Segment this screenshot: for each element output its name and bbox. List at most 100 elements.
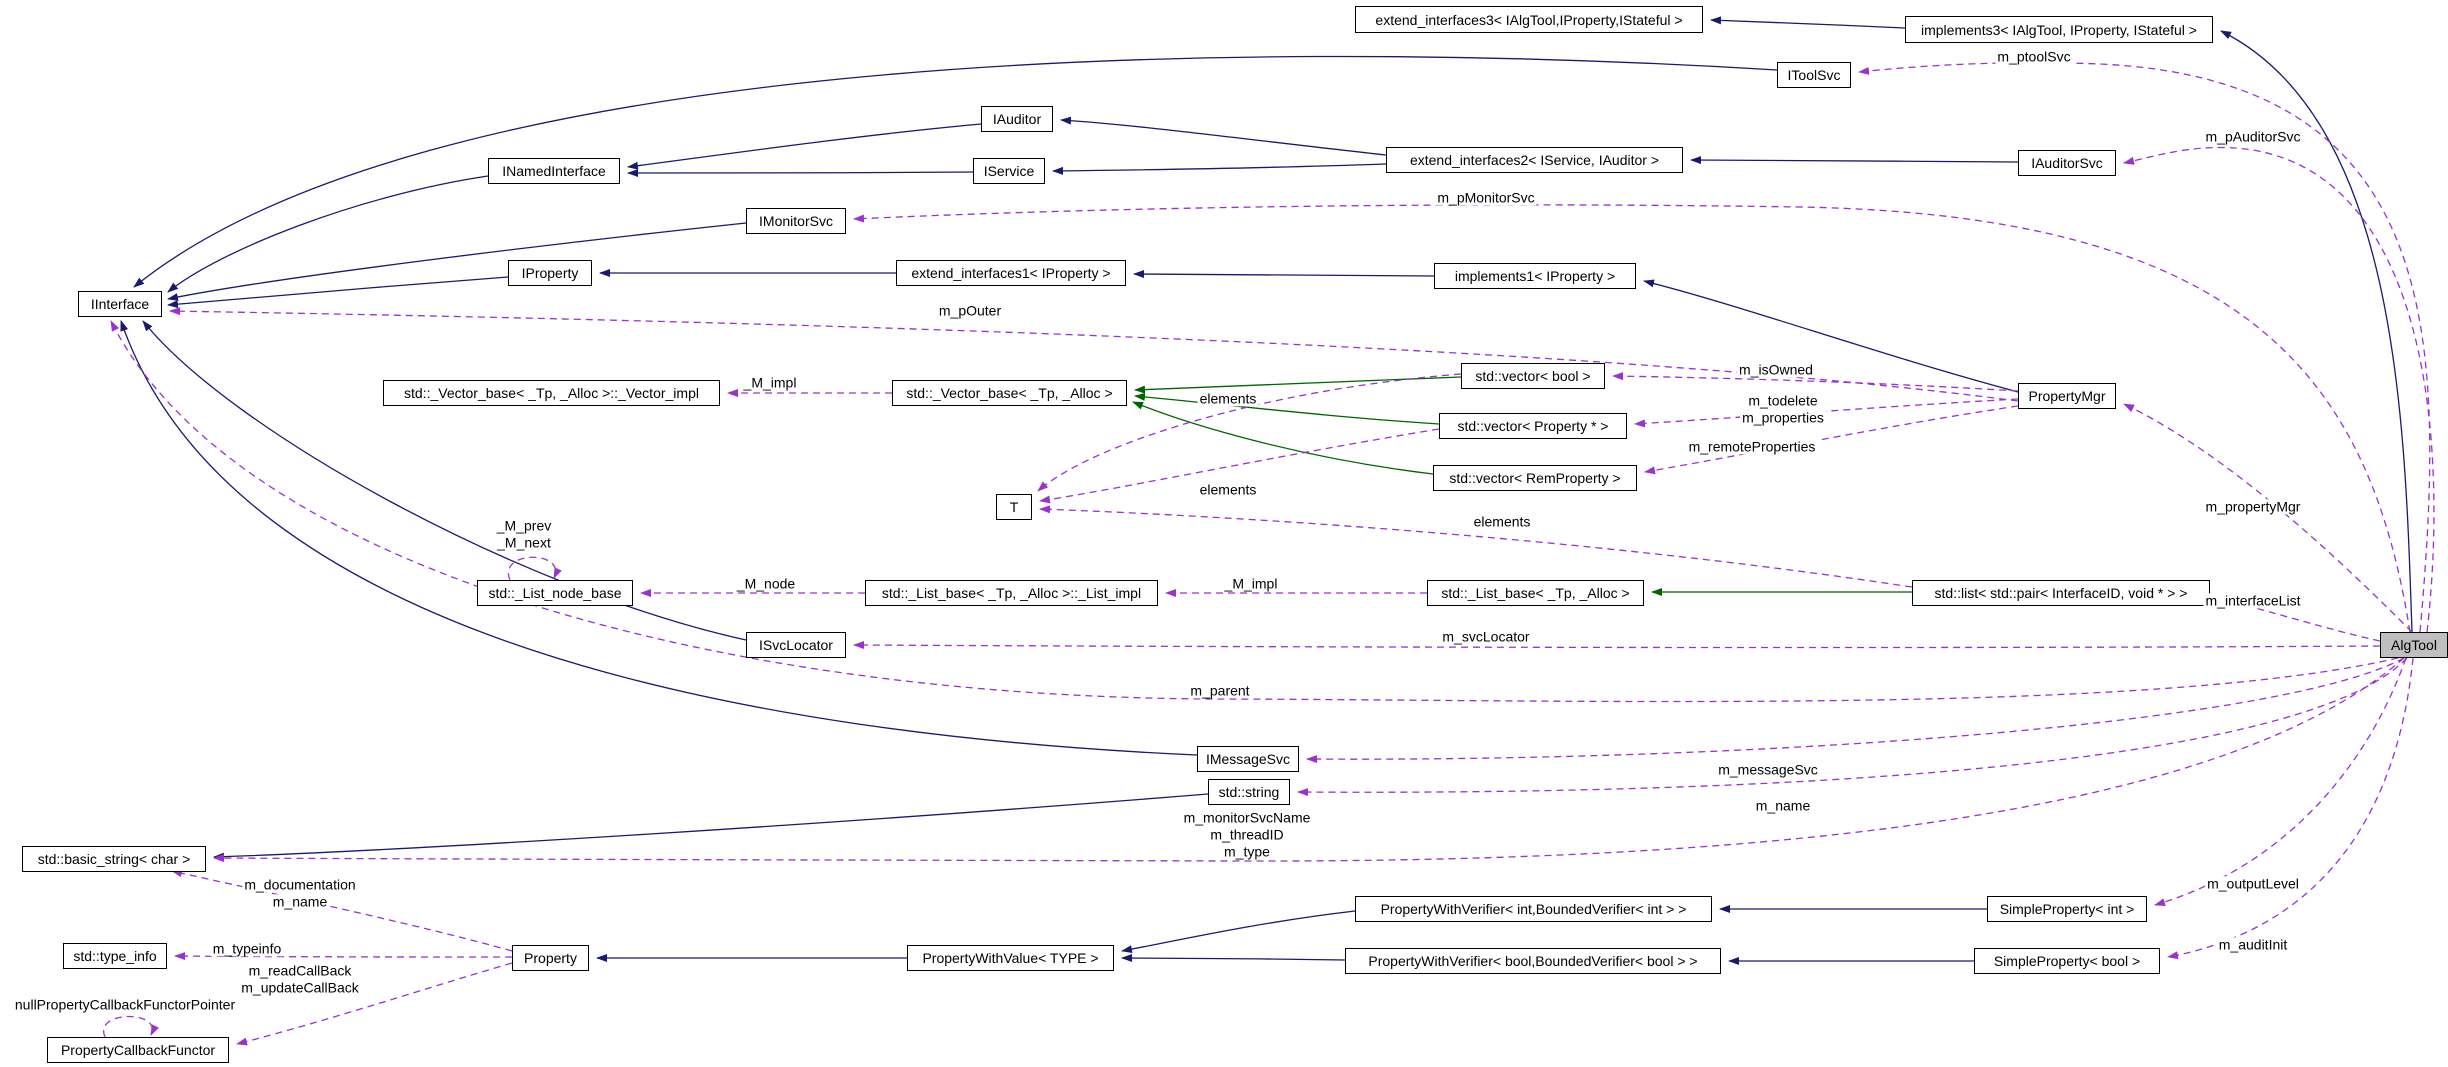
- edge-algtool-iauditorsvc: [2123, 146, 2435, 633]
- edge-impl1-ei1: [1133, 270, 1435, 279]
- edge-vprop-t: [1039, 428, 1440, 504]
- edge-pmgr-vrem: [1644, 405, 2019, 475]
- edge-vbool-vbase: [1134, 376, 1462, 394]
- edge-itoolsvc-iinterface: [133, 55, 1778, 288]
- node-vrem[interactable]: std::vector< RemProperty >: [1433, 465, 1637, 491]
- node-pwvint[interactable]: PropertyWithVerifier< int,BoundedVerifie…: [1355, 896, 1712, 922]
- node-vprop[interactable]: std::vector< Property * >: [1439, 413, 1627, 439]
- edge-algtool-impl3: [2220, 30, 2413, 633]
- node-itoolsvc[interactable]: IToolSvc: [1777, 62, 1851, 88]
- edge-label-m_svcLocator: m_svcLocator: [1440, 628, 1532, 645]
- edge-label-m_isOwned: m_isOwned: [1737, 361, 1815, 378]
- node-iauditorsvc[interactable]: IAuditorSvc: [2018, 150, 2116, 176]
- node-list[interactable]: std::list< std::pair< InterfaceID, void …: [1912, 580, 2210, 606]
- edge-label-m_threadID: m_threadID: [1208, 826, 1286, 843]
- edge-label-_M_impl: _M_impl: [1222, 575, 1280, 592]
- node-impl1[interactable]: implements1< IProperty >: [1434, 263, 1636, 289]
- edge-label-m_messageSvc: m_messageSvc: [1716, 761, 1820, 778]
- node-inamed[interactable]: INamedInterface: [488, 158, 620, 184]
- node-vbool[interactable]: std::vector< bool >: [1461, 363, 1605, 389]
- edge-algtool-imonitorsvc: [853, 204, 2411, 633]
- edge-property-bstring: [171, 869, 513, 952]
- edge-list-t: [1039, 505, 1913, 588]
- node-lbase[interactable]: std::_List_base< _Tp, _Alloc >: [1427, 580, 1644, 606]
- edge-label-m_pAuditorSvc: m_pAuditorSvc: [2203, 128, 2303, 145]
- node-iproperty[interactable]: IProperty: [508, 260, 592, 286]
- edge-label-m_auditInit: m_auditInit: [2216, 936, 2290, 953]
- edge-label-m_remoteProperties: m_remoteProperties: [1686, 438, 1818, 455]
- edge-impl3-ei3: [1710, 16, 1906, 29]
- node-ei3[interactable]: extend_interfaces3< IAlgTool,IProperty,I…: [1355, 6, 1703, 33]
- node-spint[interactable]: SimpleProperty< int >: [1987, 896, 2147, 922]
- edge-label-_M_node: _M_node: [734, 575, 798, 592]
- node-pcf[interactable]: PropertyCallbackFunctor: [47, 1037, 229, 1063]
- edge-iauditor-inamed: [627, 123, 982, 170]
- edge-label-m_properties: m_properties: [1740, 409, 1826, 426]
- edge-pcf-pcf: [102, 1015, 159, 1038]
- node-pmgr[interactable]: PropertyMgr: [2018, 383, 2116, 409]
- edge-label-_M_prev: _M_prev: [494, 517, 554, 534]
- edge-algtool-spbool: [2167, 657, 2414, 960]
- edge-property-pcf: [236, 962, 513, 1046]
- edge-label-m_typeinfo: m_typeinfo: [210, 940, 284, 957]
- node-vbase[interactable]: std::_Vector_base< _Tp, _Alloc >: [892, 380, 1127, 406]
- edge-label-m_todelete: m_todelete: [1746, 392, 1820, 409]
- node-ei2[interactable]: extend_interfaces2< IService, IAuditor >: [1386, 147, 1683, 173]
- edge-vrem-vbase: [1132, 401, 1434, 475]
- node-bstring[interactable]: std::basic_string< char >: [22, 846, 206, 872]
- edge-algtool-isvcloc: [853, 641, 2381, 650]
- edge-iservice-inamed: [627, 168, 974, 177]
- edge-iauditorsvc-ei2: [1690, 156, 2019, 165]
- edge-algtool-spint: [2154, 657, 2407, 906]
- edge-imsgsvc-iinterface: [120, 320, 1198, 756]
- edge-vbool-t: [1037, 373, 1462, 492]
- edge-label-m_outputLevel: m_outputLevel: [2205, 875, 2301, 892]
- node-vimpl[interactable]: std::_Vector_base< _Tp, _Alloc >::_Vecto…: [383, 380, 720, 406]
- node-typeinfo[interactable]: std::type_info: [63, 943, 167, 969]
- edge-label-m_ptoolSvc: m_ptoolSvc: [1995, 48, 2073, 65]
- edge-label-m_pOuter: m_pOuter: [936, 302, 1004, 319]
- node-string[interactable]: std::string: [1208, 779, 1290, 805]
- edge-pmgr-iinterface: [169, 307, 2019, 402]
- node-imsgsvc[interactable]: IMessageSvc: [1197, 746, 1299, 772]
- node-isvcloc[interactable]: ISvcLocator: [746, 632, 846, 658]
- edge-imonitorsvc-iinterface: [167, 222, 747, 301]
- edge-algtool-string: [1297, 657, 2408, 797]
- node-algtool[interactable]: AlgTool: [2380, 632, 2448, 658]
- node-t[interactable]: T: [996, 494, 1032, 520]
- edge-label-nullPropertyCallbackFunctorPointer: nullPropertyCallbackFunctorPointer: [12, 996, 238, 1013]
- node-pwvbool[interactable]: PropertyWithVerifier< bool,BoundedVerifi…: [1345, 948, 1721, 974]
- edge-label-m_readCallBack: m_readCallBack: [246, 962, 354, 979]
- edge-algtool-itoolsvc: [1858, 62, 2431, 633]
- edge-pmgr-vprop: [1634, 398, 2019, 428]
- node-imonitorsvc[interactable]: IMonitorSvc: [746, 208, 846, 234]
- edge-pwvint-pwvalue: [1121, 910, 1356, 954]
- edges-group: [102, 16, 2435, 1046]
- node-impl3[interactable]: implements3< IAlgTool, IProperty, IState…: [1905, 16, 2213, 43]
- edge-label-m_updateCallBack: m_updateCallBack: [239, 979, 361, 996]
- node-ei1[interactable]: extend_interfaces1< IProperty >: [896, 260, 1126, 286]
- edge-ei2-iservice: [1052, 163, 1387, 175]
- node-iinterface[interactable]: IInterface: [78, 291, 162, 317]
- edge-pwvbool-pwvalue: [1121, 954, 1346, 963]
- edge-label-_M_next: _M_next: [495, 534, 553, 551]
- node-limpl[interactable]: std::_List_base< _Tp, _Alloc >::_List_im…: [865, 580, 1158, 606]
- edge-lnode-lnode: [507, 556, 562, 581]
- edge-label-m_pMonitorSvc: m_pMonitorSvc: [1435, 189, 1537, 206]
- node-iservice[interactable]: IService: [973, 158, 1045, 184]
- edge-label-m_interfaceList: m_interfaceList: [2203, 592, 2303, 609]
- edge-label-m_type: m_type: [1222, 843, 1272, 860]
- node-lnode[interactable]: std::_List_node_base: [477, 580, 633, 606]
- node-spbool[interactable]: SimpleProperty< bool >: [1974, 948, 2160, 974]
- node-iauditor[interactable]: IAuditor: [981, 106, 1053, 132]
- edge-algtool-iinterface: [110, 320, 2399, 703]
- edge-label-_M_impl: _M_impl: [741, 374, 799, 391]
- edge-isvcloc-iinterface: [142, 320, 747, 641]
- edge-string-bstring: [213, 793, 1209, 861]
- edge-label-elements: elements: [1471, 513, 1533, 530]
- edge-label-m_name: m_name: [270, 893, 330, 910]
- node-pwvalue[interactable]: PropertyWithValue< TYPE >: [907, 945, 1114, 971]
- node-property[interactable]: Property: [512, 945, 589, 971]
